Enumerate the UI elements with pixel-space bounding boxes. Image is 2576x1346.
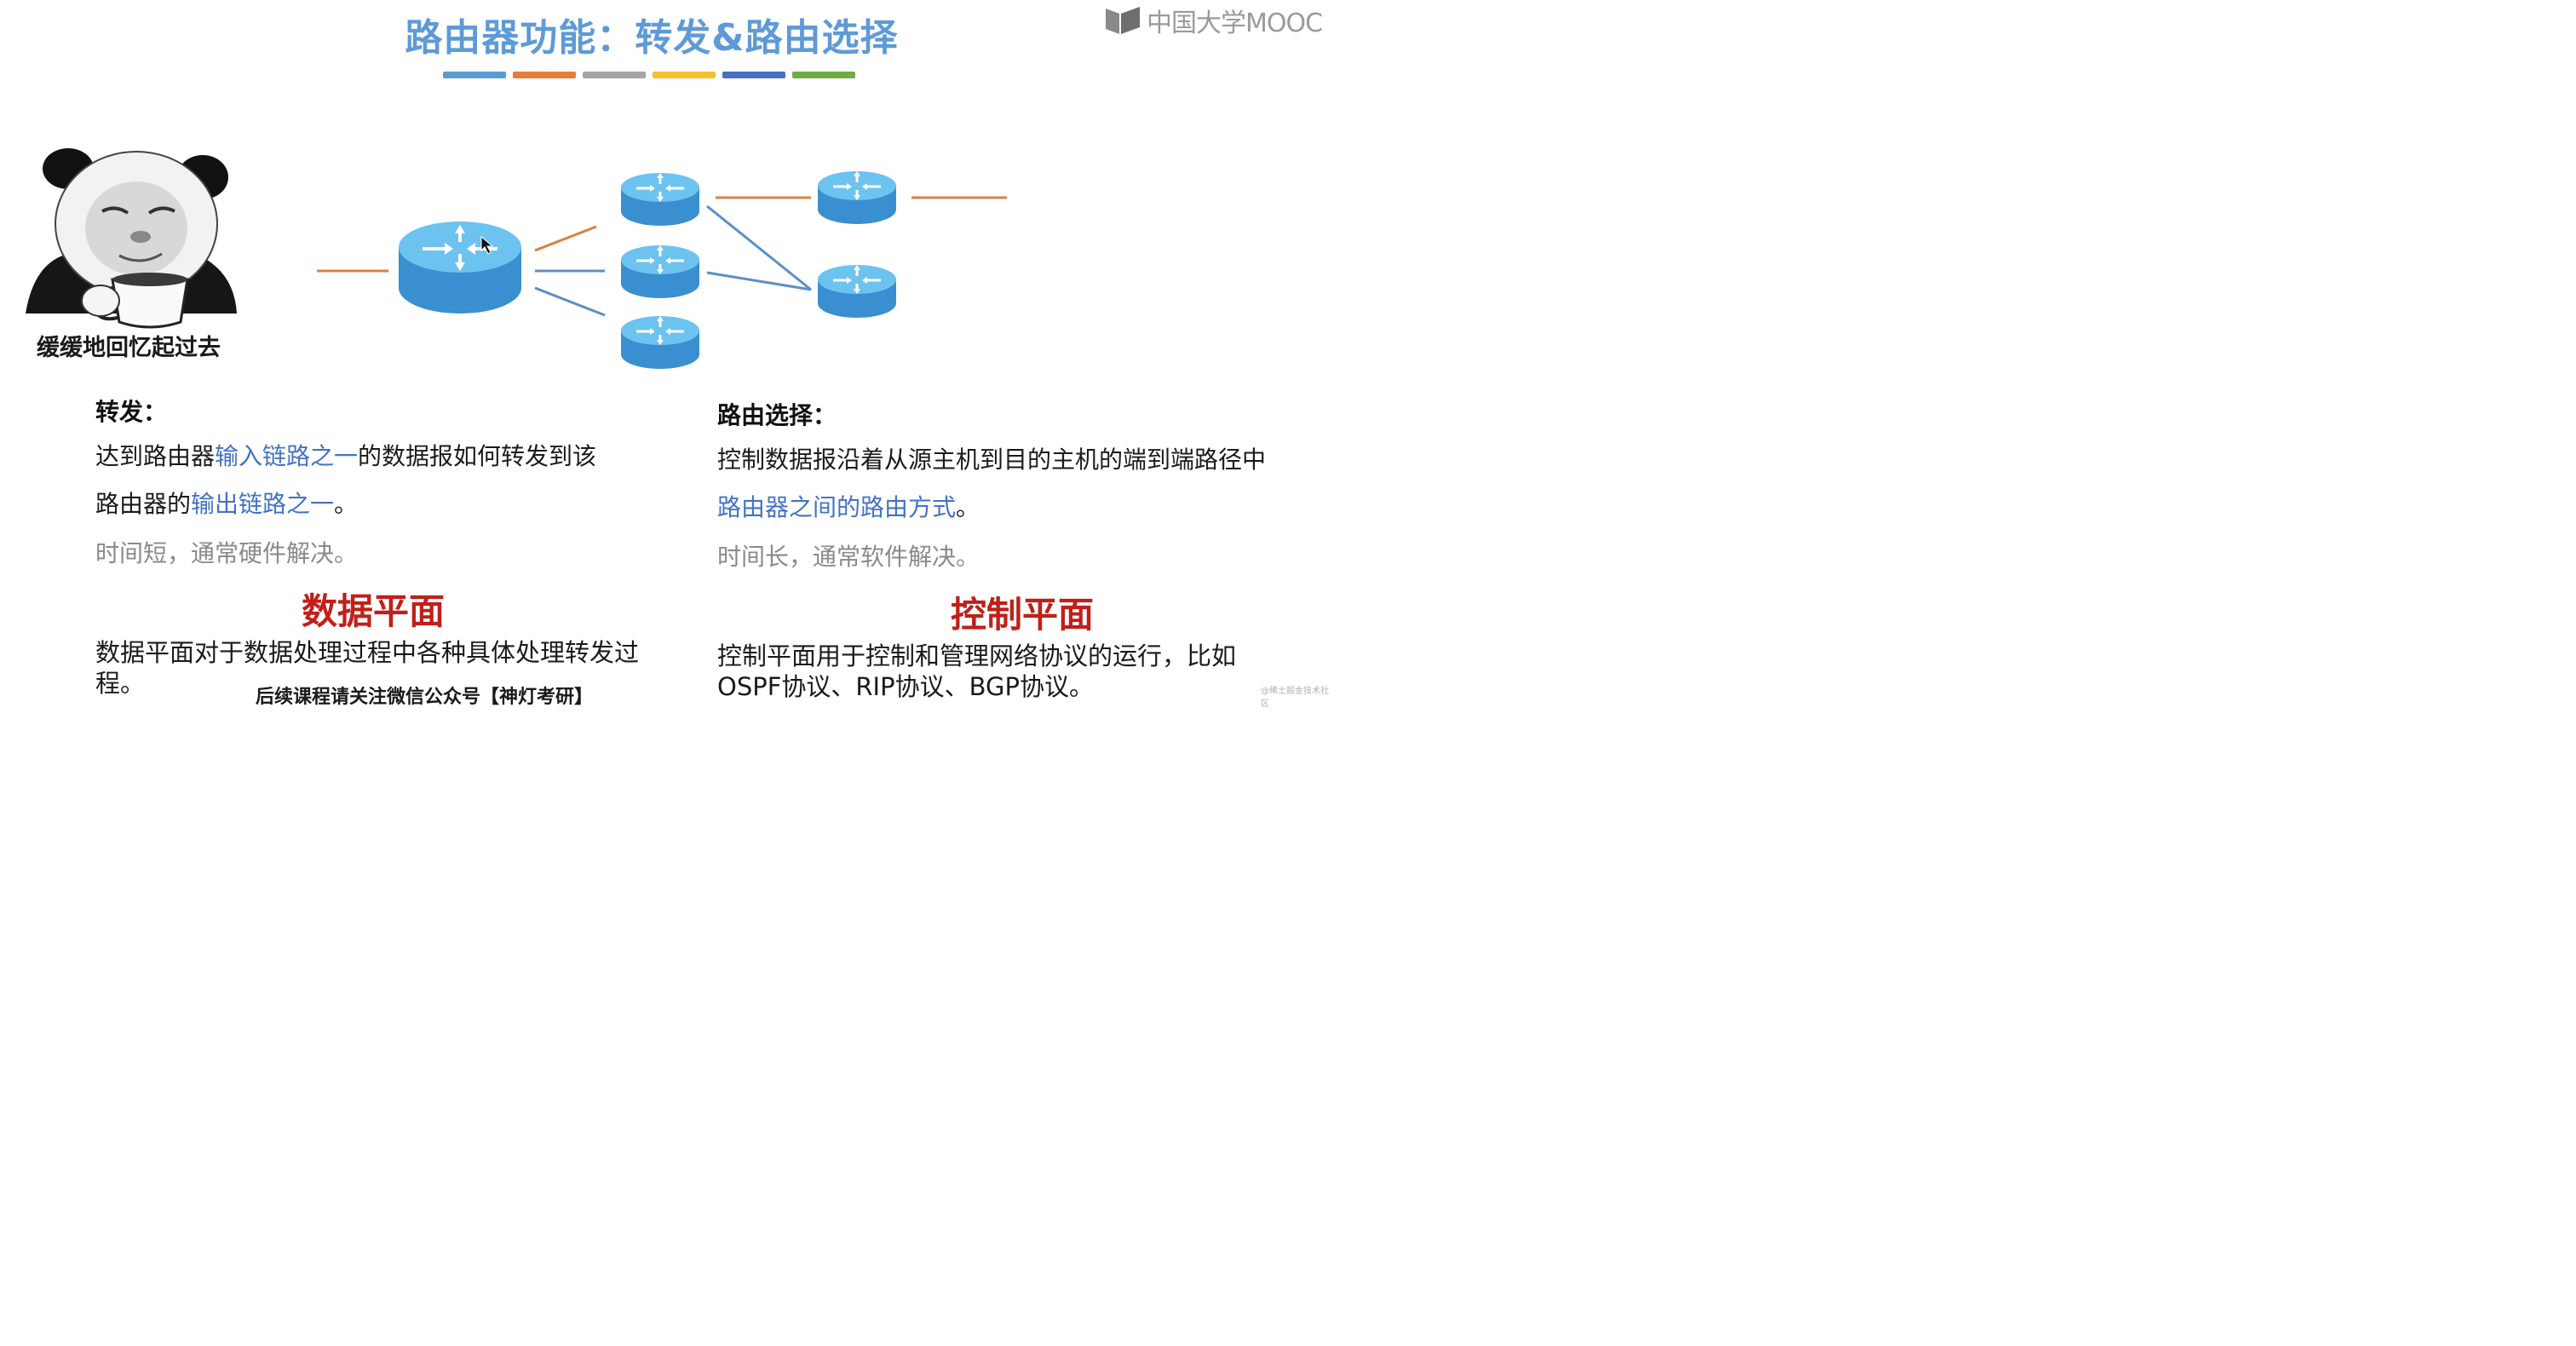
meme-caption: 缓缓地回忆起过去 — [37, 335, 221, 361]
router-icon — [816, 263, 898, 319]
color-bar-darkblue — [722, 72, 785, 78]
forwarding-description: 达到路由器输入链路之一的数据报如何转发到该 路由器的输出链路之一。 — [95, 433, 675, 528]
routing-heading: 路由选择： — [717, 401, 837, 429]
highlight-routing-method: 路由器之间的路由方式 — [717, 493, 957, 521]
text-segment: 。 — [956, 493, 980, 521]
mouse-cursor-icon — [480, 235, 494, 255]
routing-line-2: 路由器之间的路由方式。 — [717, 484, 1331, 532]
color-bar-blue — [443, 72, 506, 78]
router-network-diagram — [317, 170, 1007, 371]
page-title: 路由器功能：转发&路由选择 — [405, 16, 899, 60]
link-diag-1 — [706, 204, 812, 291]
forwarding-line-2: 路由器的输出链路之一。 — [95, 480, 675, 528]
text-segment: 。 — [334, 490, 359, 518]
routing-line-1: 控制数据报沿着从源主机到目的主机的端到端路径中 — [717, 446, 1267, 474]
mooc-logo: 中国大学MOOC — [1104, 2, 1323, 39]
link-diag-2 — [706, 271, 812, 291]
forwarding-heading: 转发： — [95, 398, 168, 426]
router-icon — [816, 170, 898, 226]
book-icon — [1106, 7, 1140, 34]
color-bar-gray — [583, 72, 646, 78]
footer-note: 后续课程请关注微信公众号【神灯考研】 — [256, 687, 594, 708]
forwarding-line-1: 达到路由器输入链路之一的数据报如何转发到该 — [95, 433, 675, 480]
link-out-top — [534, 225, 597, 252]
logo-text: 中国大学MOOC — [1147, 9, 1323, 38]
control-plane-description: 控制平面用于控制和管理网络协议的运行，比如 OSPF协议、RIP协议、BGP协议… — [717, 641, 1314, 702]
control-plane-title: 控制平面 — [950, 594, 1094, 636]
routing-description: 控制数据报沿着从源主机到目的主机的端到端路径中 路由器之间的路由方式。 — [717, 436, 1331, 532]
main-router-icon — [399, 221, 521, 313]
routing-note: 时间长，通常软件解决。 — [717, 543, 980, 571]
data-plane-description: 数据平面对于数据处理过程中各种具体处理转发过程。 — [95, 638, 640, 698]
control-plane-line-1: 控制平面用于控制和管理网络协议的运行，比如 — [717, 641, 1237, 670]
text-segment: 的数据报如何转发到该 — [358, 442, 597, 470]
control-plane-line-2: OSPF协议、RIP协议、BGP协议。 — [717, 672, 1094, 701]
panda-meme-image — [17, 143, 245, 373]
highlight-output-link: 输出链路之一 — [191, 490, 335, 518]
forwarding-note: 时间短，通常硬件解决。 — [95, 539, 359, 567]
highlight-input-link: 输入链路之一 — [215, 442, 359, 470]
link-out-bottom — [534, 286, 606, 317]
title-underline-bars — [443, 72, 855, 78]
router-icon — [619, 171, 701, 227]
color-bar-orange — [513, 72, 576, 78]
text-segment: 达到路由器 — [95, 442, 216, 470]
watermark: @稀土掘金技术社区 — [1261, 687, 1329, 709]
router-icon — [619, 244, 701, 300]
color-bar-green — [792, 72, 855, 78]
text-segment: 路由器的 — [95, 490, 192, 518]
router-icon — [619, 314, 701, 371]
data-plane-title: 数据平面 — [301, 590, 445, 632]
color-bar-yellow — [653, 72, 716, 78]
